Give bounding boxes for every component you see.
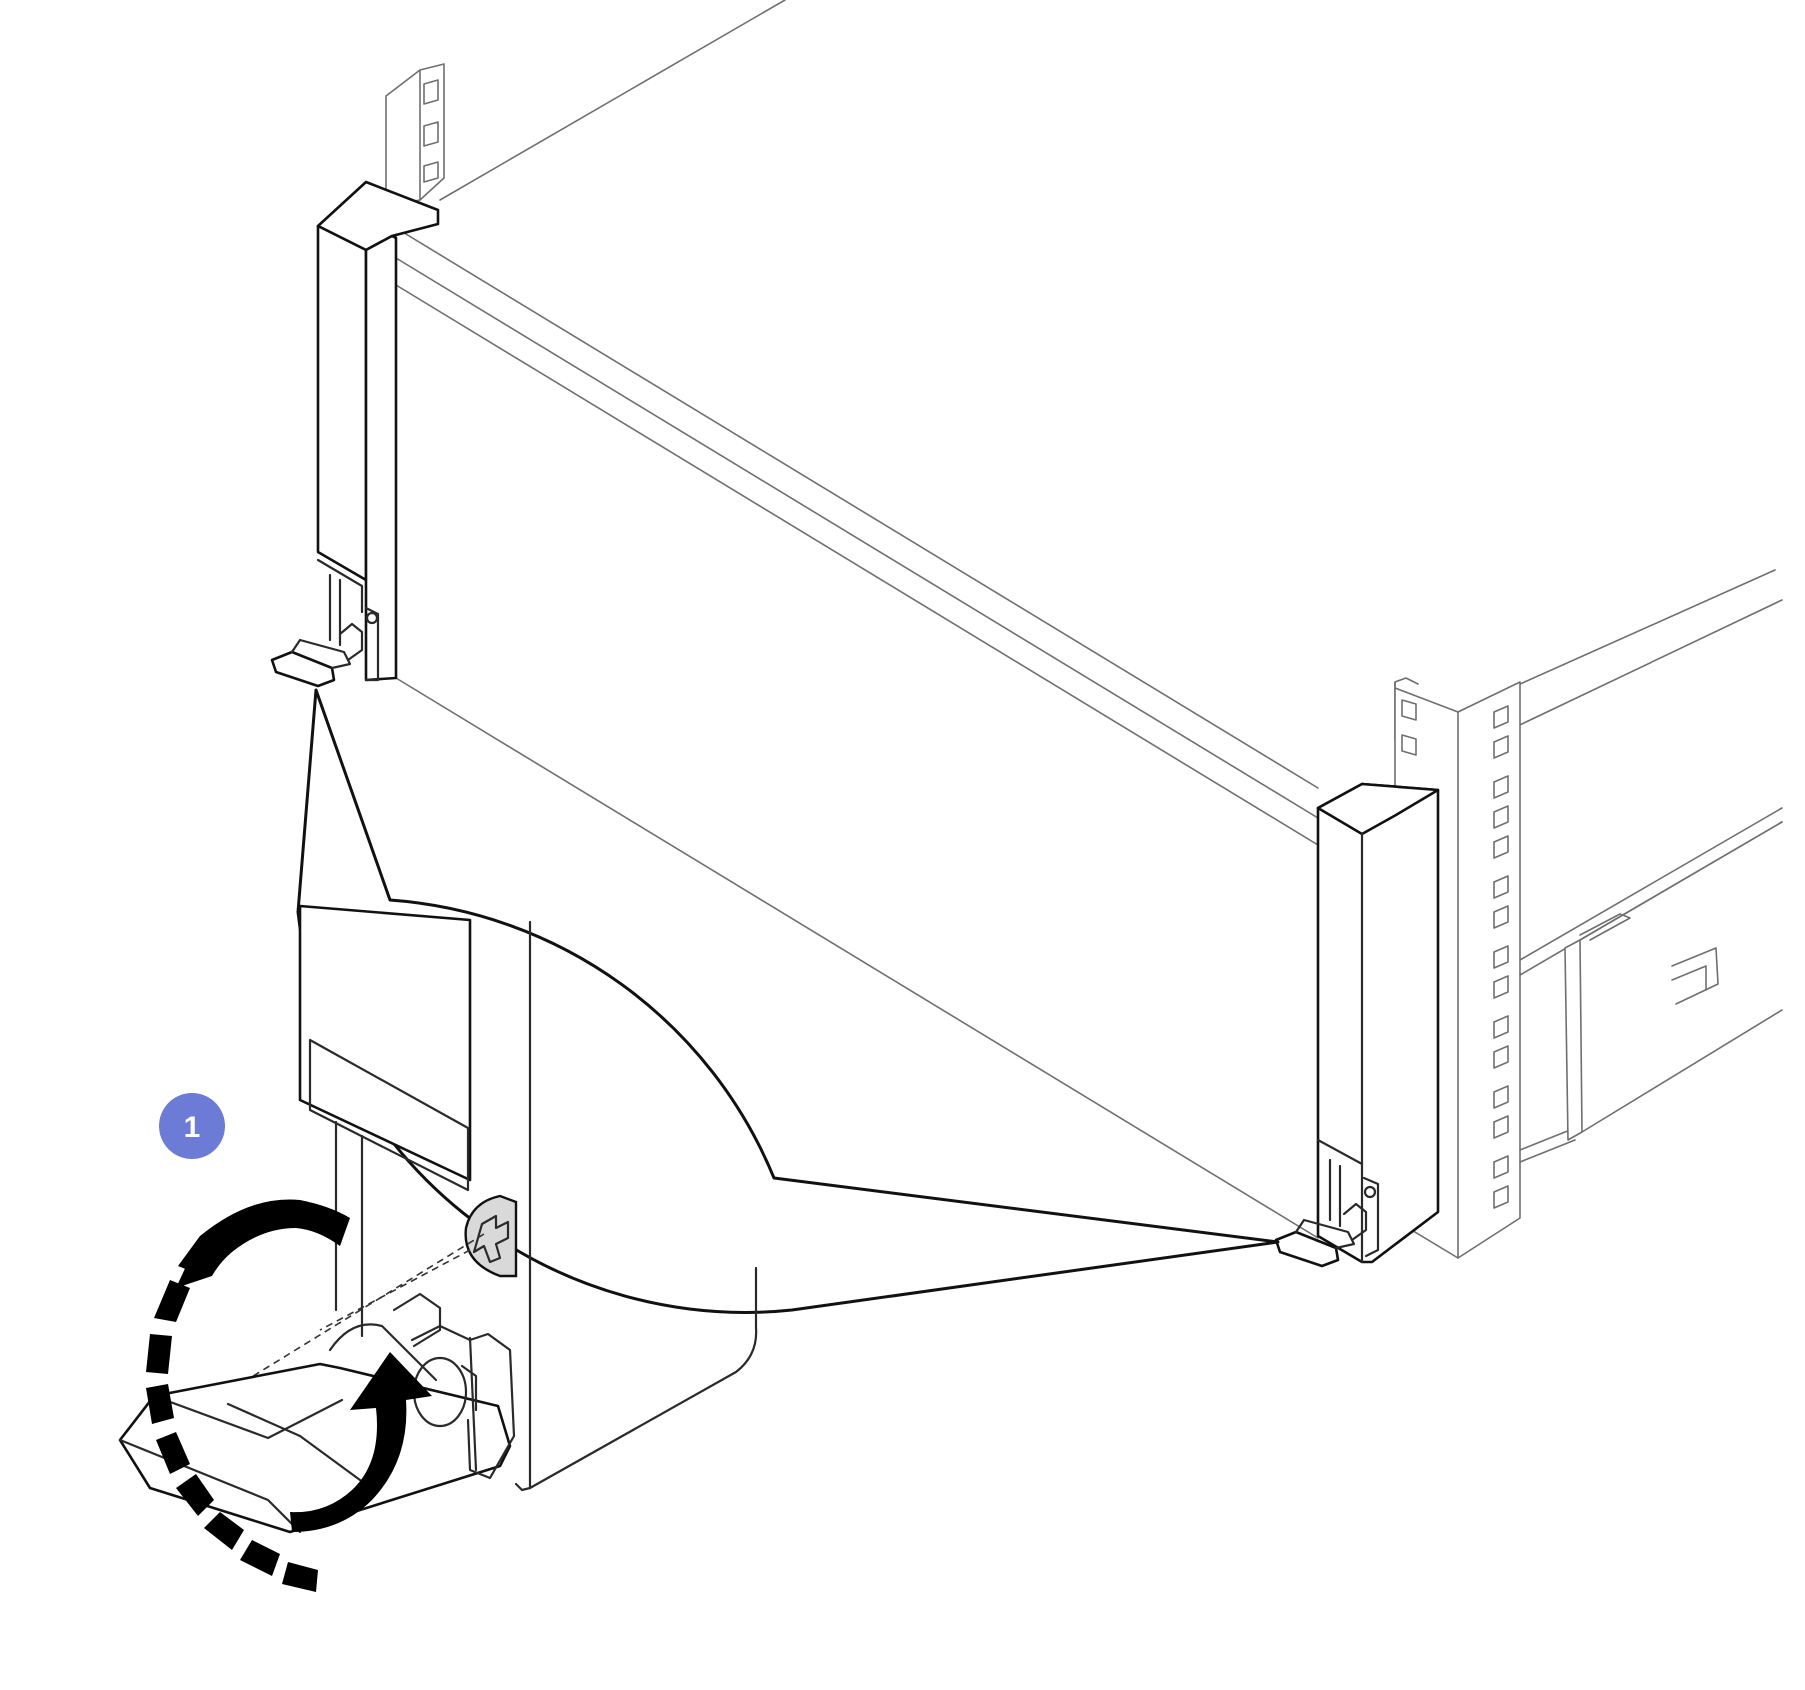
chassis-front-inner-line <box>395 284 1319 846</box>
chassis-front-top <box>395 227 1319 789</box>
screw-axis-line <box>249 1233 485 1379</box>
magnified-callout: 1 <box>118 688 1280 1592</box>
left-latch-small <box>270 606 380 688</box>
chassis-front-bottom <box>395 677 1319 1239</box>
step-1-number: 1 <box>184 1111 201 1144</box>
chassis-top-edge <box>439 0 786 201</box>
chassis-right-mid-edge <box>1504 599 1783 733</box>
callout-bracket <box>118 904 758 1534</box>
step-1-badge: 1 <box>159 1093 225 1159</box>
rack-and-chassis <box>385 0 1783 1259</box>
rotation-arrow-top-icon <box>176 1199 350 1288</box>
slide-rail <box>1519 807 1783 1163</box>
right-latch-small <box>1274 1176 1380 1268</box>
rack-post-holes <box>1401 699 1509 1209</box>
thumbscrew <box>464 1194 518 1278</box>
left-rack-post <box>385 63 445 207</box>
rotation-arrow-dashed-icon <box>146 1236 318 1592</box>
right-bezel-bracket <box>1274 782 1440 1268</box>
left-bezel-bracket <box>270 180 440 688</box>
lift-arrow-icon <box>290 1352 432 1532</box>
callout-latch <box>118 1292 516 1534</box>
chassis-front-top-inner <box>395 257 1319 819</box>
